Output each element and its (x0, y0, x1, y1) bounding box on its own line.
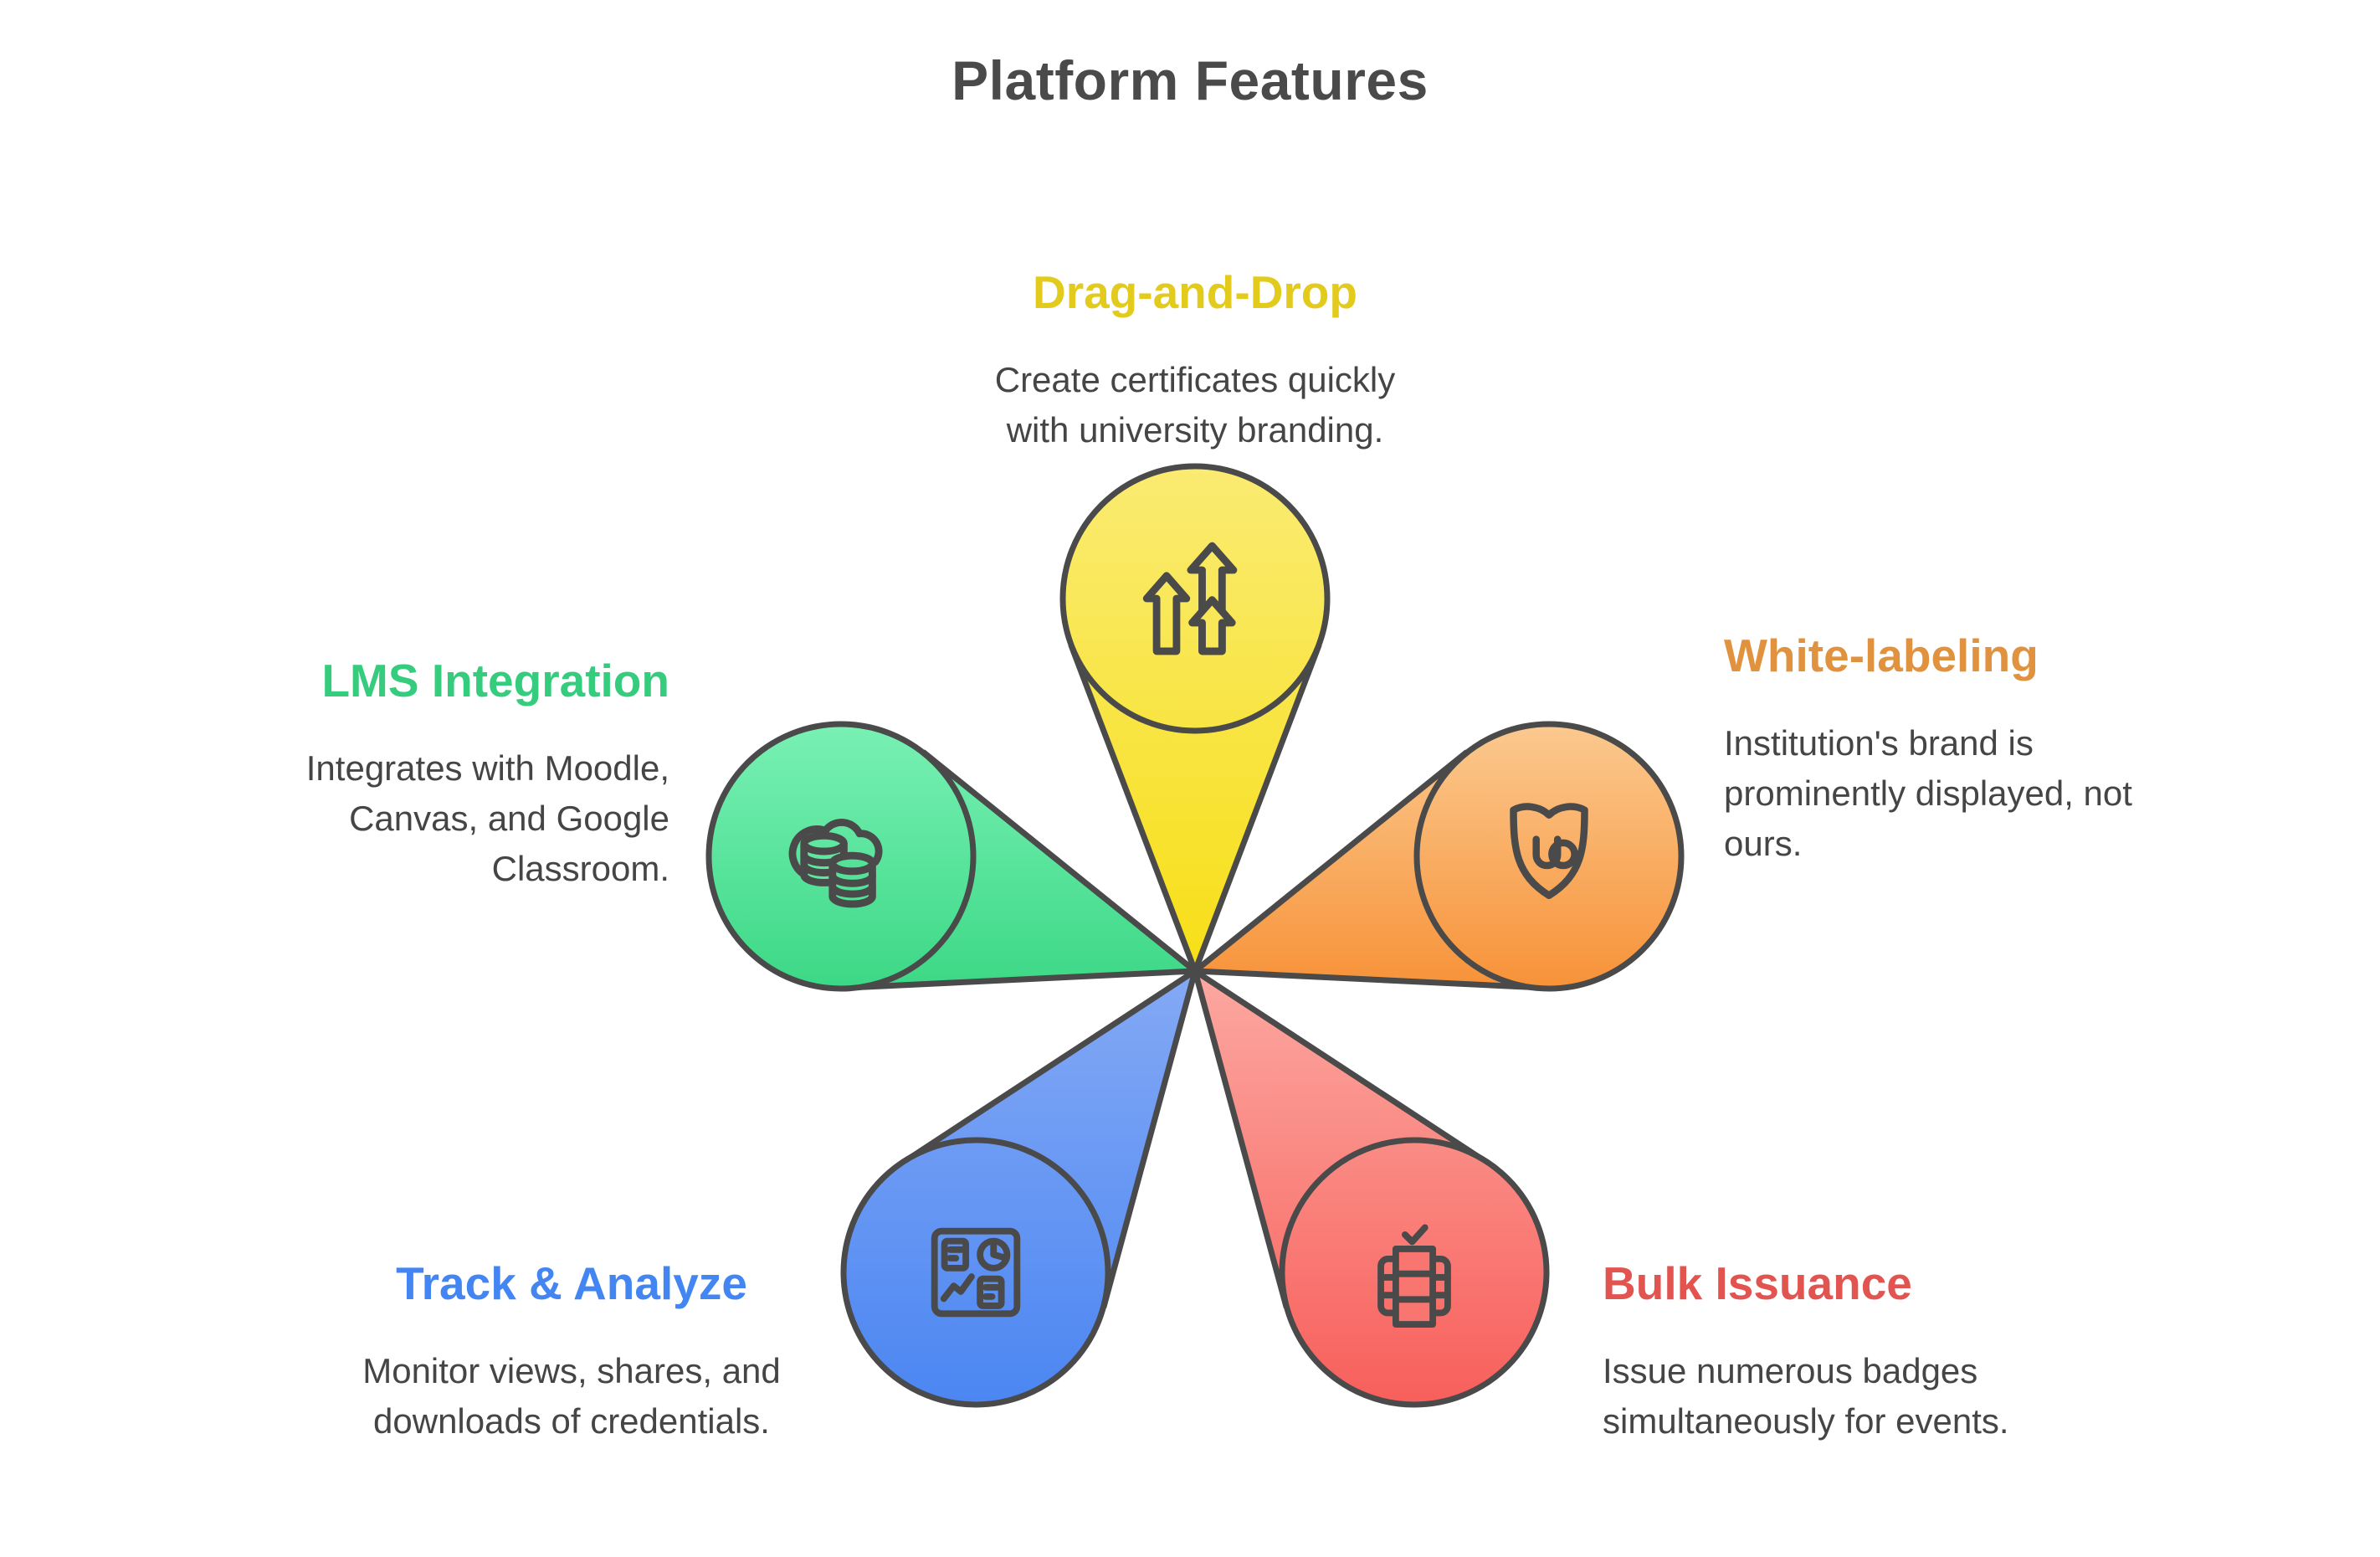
feature-block-track-analyze: Track & Analyze Monitor views, shares, a… (279, 1257, 864, 1447)
feature-title: Track & Analyze (396, 1257, 747, 1309)
dashboard-icon (931, 1227, 1021, 1318)
petal-drag-and-drop (1059, 463, 1331, 974)
petal-bulk-issuance (1192, 968, 1550, 1408)
feature-title: Drag-and-Drop (1032, 266, 1358, 318)
petal-lms-integration (705, 721, 1198, 992)
feature-description: Create certificates quickly with univers… (994, 360, 1396, 450)
feature-description: Institution's brand is prominently displ… (1724, 723, 2132, 863)
shield-brand-icon (1510, 803, 1588, 900)
growth-arrows-icon (1142, 542, 1238, 655)
feature-description: Integrates with Moodle, Canvas, and Goog… (305, 748, 669, 888)
petal-track-analyze (840, 968, 1198, 1408)
page-title: Platform Features (951, 49, 1429, 111)
feature-description: Monitor views, shares, and downloads of … (362, 1351, 781, 1441)
feature-title: LMS Integration (321, 655, 669, 707)
bulk-table-check-icon (1377, 1224, 1451, 1328)
feature-description: Issue numerous badges simultaneously for… (1603, 1351, 2009, 1441)
feature-title: White-labeling (1724, 629, 2039, 681)
feature-block-lms-integration: LMS Integration Integrates with Moodle, … (167, 655, 669, 894)
cloud-database-icon (788, 818, 883, 908)
feature-block-white-labeling: White-labeling Institution's brand is pr… (1724, 629, 2259, 869)
petal-white-labeling (1192, 721, 1685, 992)
feature-block-drag-and-drop: Drag-and-Drop Create certificates quickl… (902, 266, 1488, 455)
feature-block-bulk-issuance: Bulk Issuance Issue numerous badges simu… (1603, 1257, 2188, 1447)
feature-title: Bulk Issuance (1603, 1257, 1912, 1309)
